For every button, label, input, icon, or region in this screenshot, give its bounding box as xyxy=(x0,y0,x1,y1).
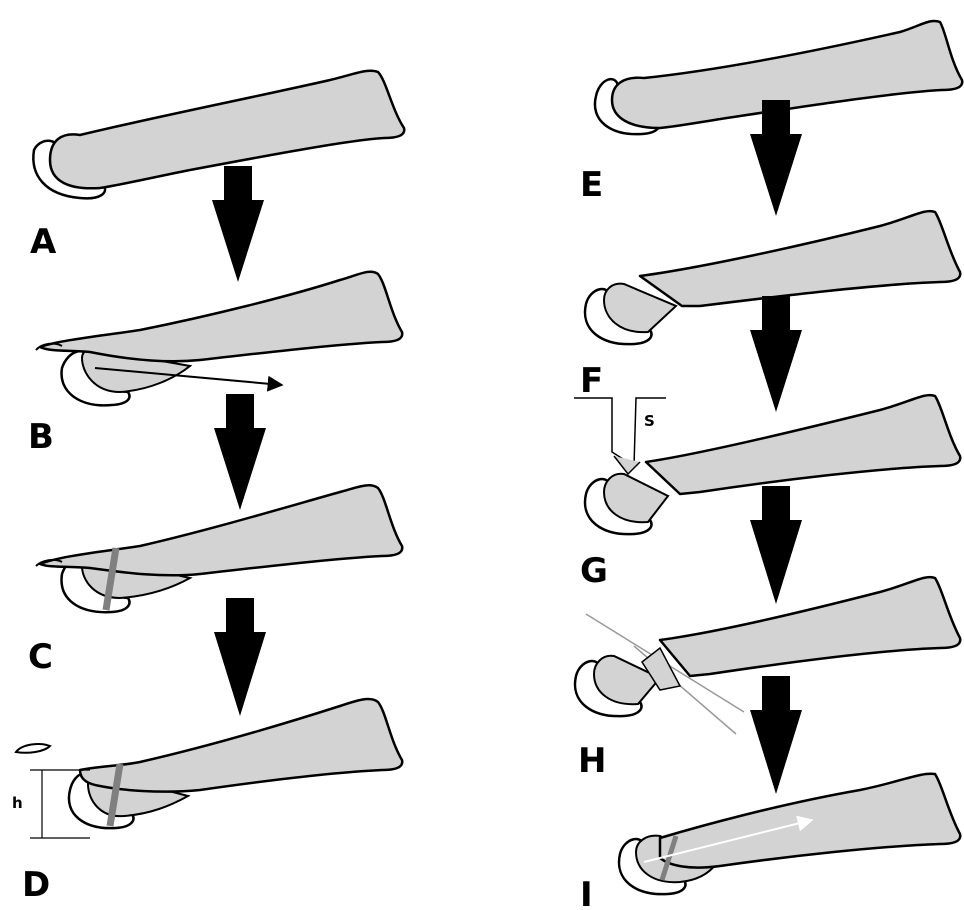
panel-i-bone xyxy=(619,774,960,894)
panel-label-b: B xyxy=(28,417,54,457)
panel-b-bone xyxy=(36,272,402,406)
down-arrow-7 xyxy=(750,676,802,794)
panel-label-i: I xyxy=(580,875,593,910)
panel-label-a: A xyxy=(30,222,57,262)
down-arrow-6 xyxy=(750,486,802,604)
down-arrow-1 xyxy=(212,166,264,282)
down-arrow-3 xyxy=(214,598,266,716)
panel-label-d: D xyxy=(22,865,50,905)
down-arrow-4 xyxy=(750,100,802,216)
height-label: h xyxy=(12,794,23,812)
down-arrow-5 xyxy=(750,296,802,412)
panel-label-c: C xyxy=(28,637,53,677)
panel-d-bone xyxy=(16,699,402,838)
panel-label-h: H xyxy=(578,741,606,781)
down-arrow-2 xyxy=(214,394,266,510)
panel-label-g: G xyxy=(580,551,608,591)
panel-label-e: E xyxy=(580,165,603,205)
panel-a-bone xyxy=(33,71,404,199)
panel-c-bone xyxy=(36,485,402,612)
panel-label-f: F xyxy=(580,361,603,401)
saw-label: S xyxy=(644,412,655,430)
